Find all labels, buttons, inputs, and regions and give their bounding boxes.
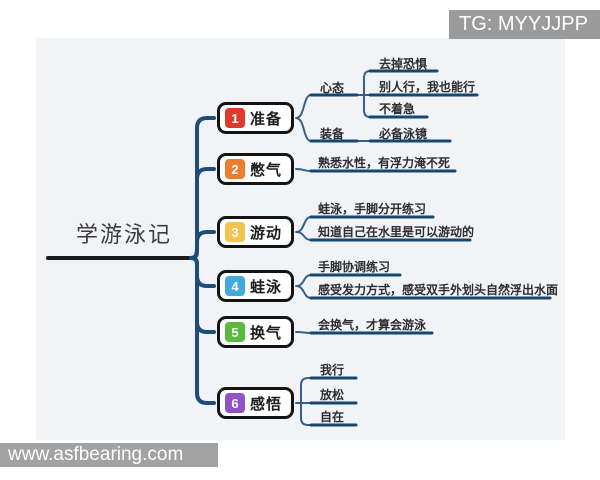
branch-node-4: 4 蛙泳 <box>217 270 294 302</box>
leaf-label: 别人行，我也能行 <box>379 80 476 94</box>
branch-label: 换气 <box>250 324 283 342</box>
branch-node-3: 3 游动 <box>217 216 294 248</box>
leaf-label: 不着急 <box>379 102 416 116</box>
branch-label: 憋气 <box>250 161 283 179</box>
branch-node-5: 5 换气 <box>217 316 294 348</box>
branch-number-badge: 3 <box>225 222 245 242</box>
branch-node-2: 2 憋气 <box>217 153 294 185</box>
leaf-label: 知道自己在水里是可以游动的 <box>318 225 475 239</box>
branch-number-badge: 2 <box>225 159 245 179</box>
branch-label: 蛙泳 <box>250 278 283 296</box>
leaf-label: 放松 <box>320 388 345 402</box>
subtopic-label: 装备 <box>320 127 345 141</box>
leaf-label: 熟悉水性，有浮力淹不死 <box>318 156 451 170</box>
watermark-bottom-left: www.asfbearing.com <box>0 443 218 467</box>
leaf-label: 我行 <box>320 363 345 377</box>
leaf-label: 必备泳镜 <box>379 127 428 141</box>
branch-node-1: 1 准备 <box>217 102 294 134</box>
subtopic-label: 心态 <box>320 81 345 95</box>
leaf-label: 感受发力方式，感受双手外划头自然浮出水面 <box>318 283 559 297</box>
leaf-label: 蛙泳，手脚分开练习 <box>318 202 427 216</box>
branch-label: 感悟 <box>250 395 283 413</box>
branch-number-badge: 6 <box>225 393 245 413</box>
branch-node-6: 6 感悟 <box>217 387 294 419</box>
leaf-label: 去掉恐惧 <box>379 57 428 71</box>
leaf-label: 自在 <box>320 410 345 424</box>
branch-label: 准备 <box>250 110 283 128</box>
branch-number-badge: 5 <box>225 322 245 342</box>
branch-number-badge: 1 <box>225 108 245 128</box>
watermark-top-right: TG: MYYJJPP <box>449 10 600 39</box>
leaf-label: 会换气，才算会游泳 <box>318 318 427 332</box>
branch-number-badge: 4 <box>225 276 245 296</box>
root-node: 学游泳记 <box>75 222 172 247</box>
leaf-label: 手脚协调练习 <box>318 260 391 274</box>
branch-label: 游动 <box>250 224 283 242</box>
